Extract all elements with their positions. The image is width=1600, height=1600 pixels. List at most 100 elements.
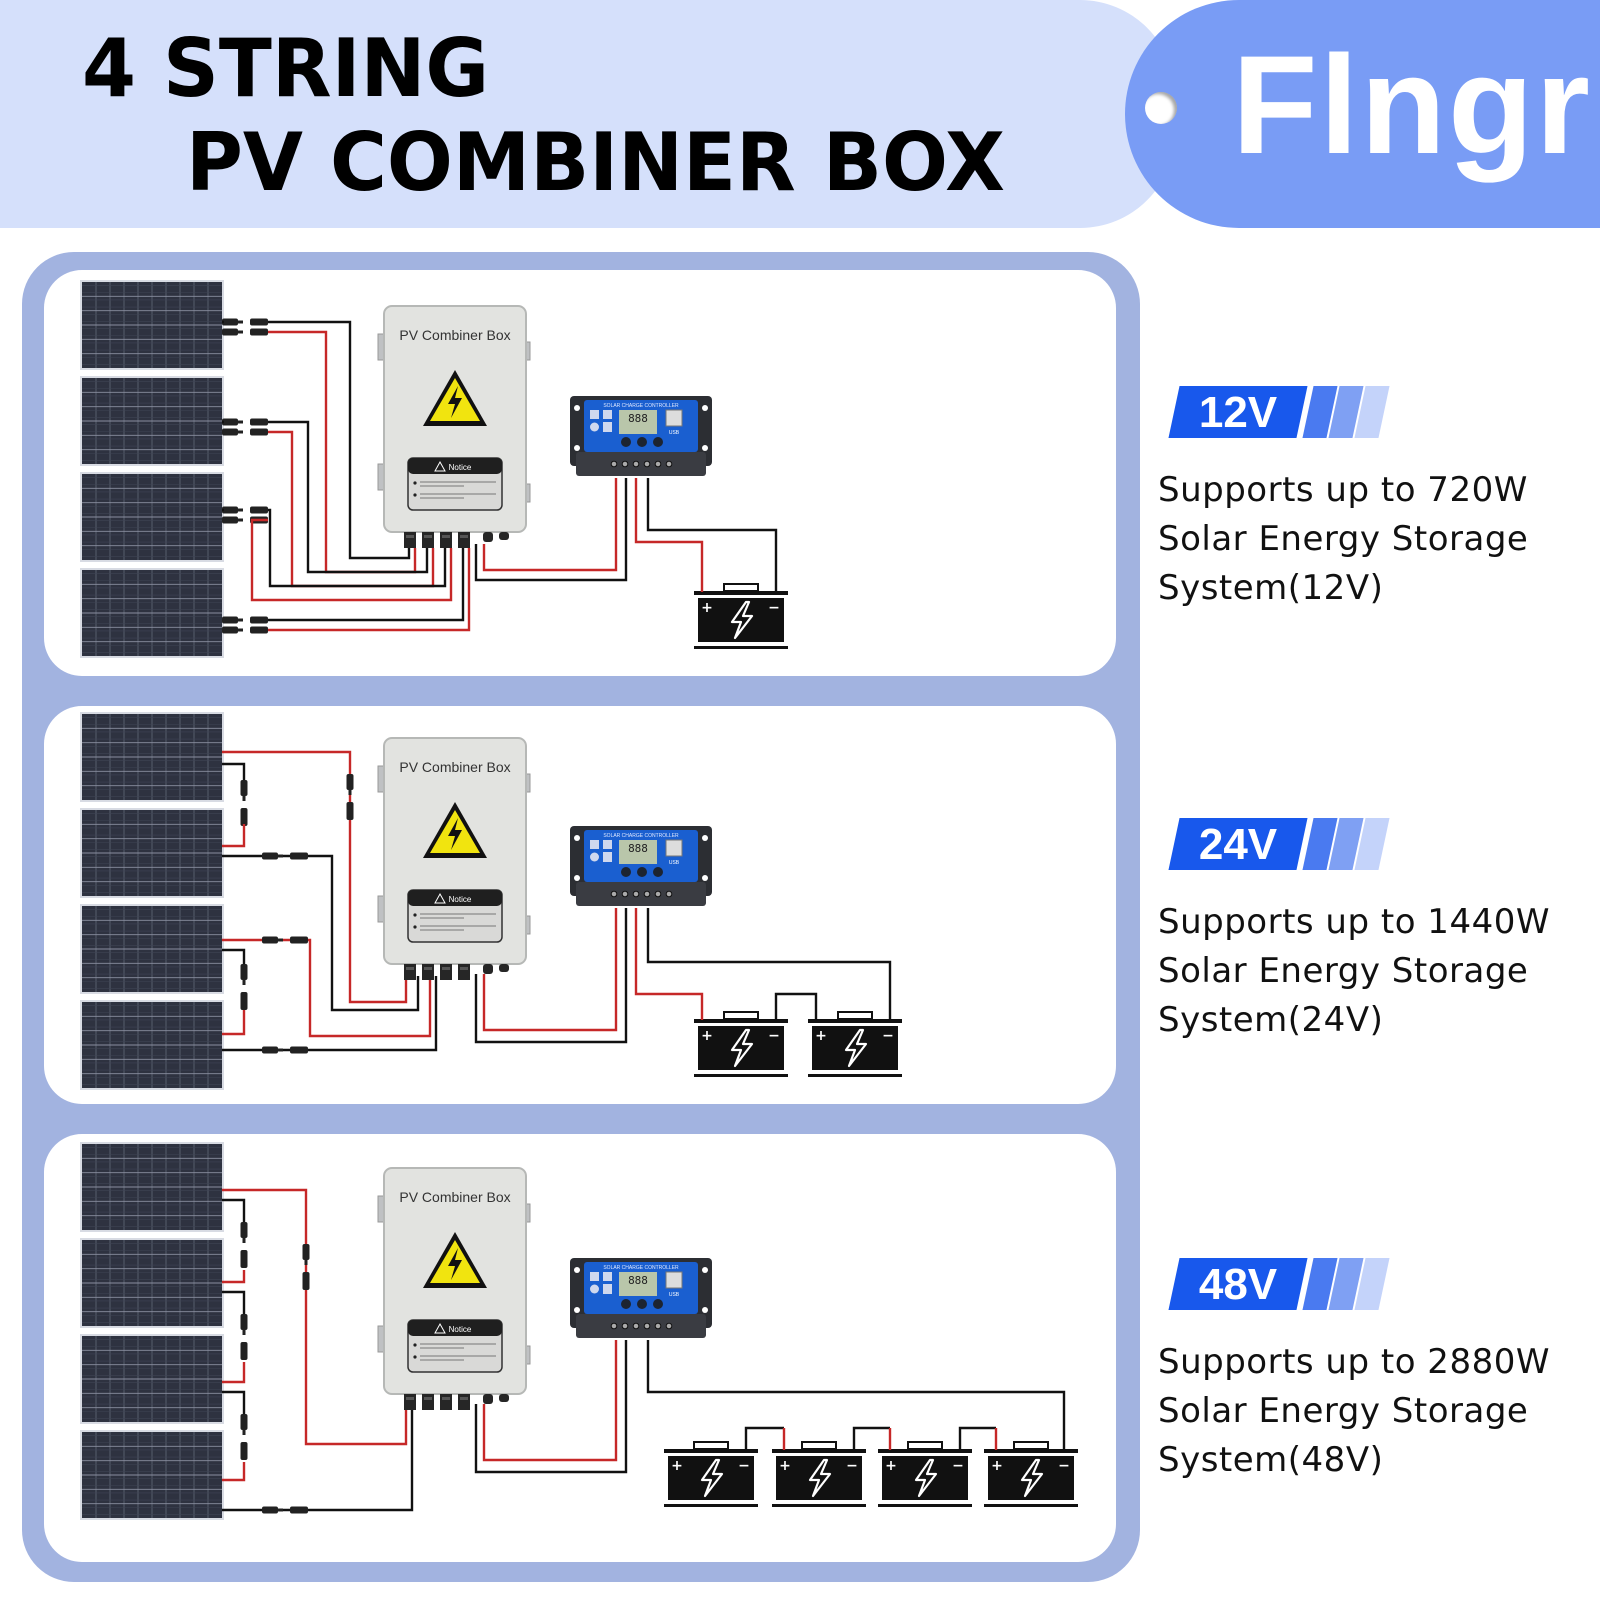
lock-icon <box>603 852 612 862</box>
lightning-bolt-icon <box>914 1458 938 1498</box>
warning-icon <box>434 460 446 472</box>
clock-icon <box>590 1284 599 1294</box>
battery-negative-label: − <box>738 1458 750 1474</box>
title-line-2: PV COMBINER BOX <box>186 116 1006 209</box>
mc4-connector-icon <box>240 1314 248 1360</box>
battery-negative-label: − <box>846 1458 858 1474</box>
terminal-screw <box>621 1322 629 1330</box>
warning-icon <box>434 1322 446 1334</box>
mc4-connector-icon <box>346 774 354 820</box>
settings-icon <box>603 1272 612 1281</box>
cable-gland <box>499 964 509 972</box>
string-input-connector <box>404 532 416 548</box>
lcd-value: 888 <box>628 412 648 425</box>
controller-label: SOLAR CHARGE CONTROLLER <box>603 1265 679 1271</box>
battery-positive-label: + <box>885 1458 897 1474</box>
string-input-connector <box>422 1394 434 1410</box>
negative-wire <box>268 548 465 622</box>
negative-wire <box>222 1406 414 1512</box>
battery-positive-label: + <box>815 1028 827 1044</box>
string-input-connector <box>422 532 434 548</box>
terminal-screw <box>632 890 640 898</box>
positive-wire <box>222 1010 246 1036</box>
settings-icon <box>603 840 612 849</box>
positive-wire <box>222 1270 246 1284</box>
positive-wire <box>482 908 618 1032</box>
controller-button <box>653 1299 663 1309</box>
terminal-screw <box>665 1322 673 1330</box>
lightning-bolt-icon <box>844 1028 868 1068</box>
terminal-screw <box>654 460 662 468</box>
mc4-connector-icon <box>222 418 268 426</box>
controller-label: SOLAR CHARGE CONTROLLER <box>603 403 679 409</box>
lcd-display <box>619 410 657 434</box>
spec-line-system: System(12V) <box>1158 568 1384 608</box>
lightning-bolt-icon <box>730 1028 754 1068</box>
battery-icon: +− <box>772 1441 866 1507</box>
positive-wire <box>482 1340 618 1462</box>
negative-wire <box>744 1426 784 1450</box>
spec-48v: 48V Supports up to 2880W Solar Energy St… <box>1150 1258 1600 1485</box>
mc4-connector-icon <box>222 616 268 624</box>
negative-wire <box>474 908 628 1044</box>
lightning-bolt-icon <box>1020 1458 1044 1498</box>
mc4-connector-icon <box>262 1046 308 1054</box>
terminal-screw <box>665 460 673 468</box>
usb-label: USB <box>669 860 680 866</box>
controller-button <box>653 437 663 447</box>
terminal-block <box>576 1314 706 1338</box>
battery-negative-label: − <box>768 1028 780 1044</box>
voltage-label: 12V <box>1198 388 1278 437</box>
voltage-badge: 24V <box>1150 818 1600 872</box>
negative-wire <box>852 1426 890 1450</box>
terminal-block <box>576 452 706 476</box>
terminal-screw <box>643 460 651 468</box>
string-input-connector <box>422 964 434 980</box>
mc4-connector-icon <box>240 1222 248 1268</box>
notice-title: Notice <box>449 463 472 472</box>
spec-line-power: Supports up to 2880W <box>1158 1342 1550 1382</box>
negative-wire <box>646 908 892 1020</box>
lcd-value: 888 <box>628 842 648 855</box>
string-input-connector <box>404 964 416 980</box>
positive-wire <box>634 478 704 592</box>
negative-wire <box>474 1340 628 1474</box>
negative-wire <box>774 992 818 1020</box>
mc4-connector-icon <box>240 1414 248 1460</box>
negative-wire <box>222 1198 246 1224</box>
lock-icon <box>603 422 612 432</box>
cable-gland <box>499 532 509 540</box>
notice-title: Notice <box>449 895 472 904</box>
string-input-connector <box>458 1394 470 1410</box>
positive-wire <box>268 548 471 632</box>
controller-button <box>621 1299 631 1309</box>
positive-wire <box>222 824 246 848</box>
battery-positive-label: + <box>701 1028 713 1044</box>
voltage-label: 24V <box>1198 820 1278 869</box>
spec-description: Supports up to 720W Solar Energy Storage… <box>1150 466 1600 613</box>
clock-icon <box>590 422 599 432</box>
solar-panel <box>80 376 224 466</box>
solar-panel <box>80 280 224 370</box>
battery-negative-label: − <box>952 1458 964 1474</box>
positive-wire <box>222 750 408 1004</box>
string-input-connector <box>404 1394 416 1410</box>
negative-wire <box>268 508 447 588</box>
string-input-connector <box>458 532 470 548</box>
terminal-screw <box>621 890 629 898</box>
lightning-bolt-icon <box>700 1458 724 1498</box>
usb-port-icon <box>665 409 683 427</box>
spec-line-system: System(48V) <box>1158 1440 1384 1480</box>
battery-positive-label: + <box>701 600 713 616</box>
solar-panel <box>80 808 224 898</box>
